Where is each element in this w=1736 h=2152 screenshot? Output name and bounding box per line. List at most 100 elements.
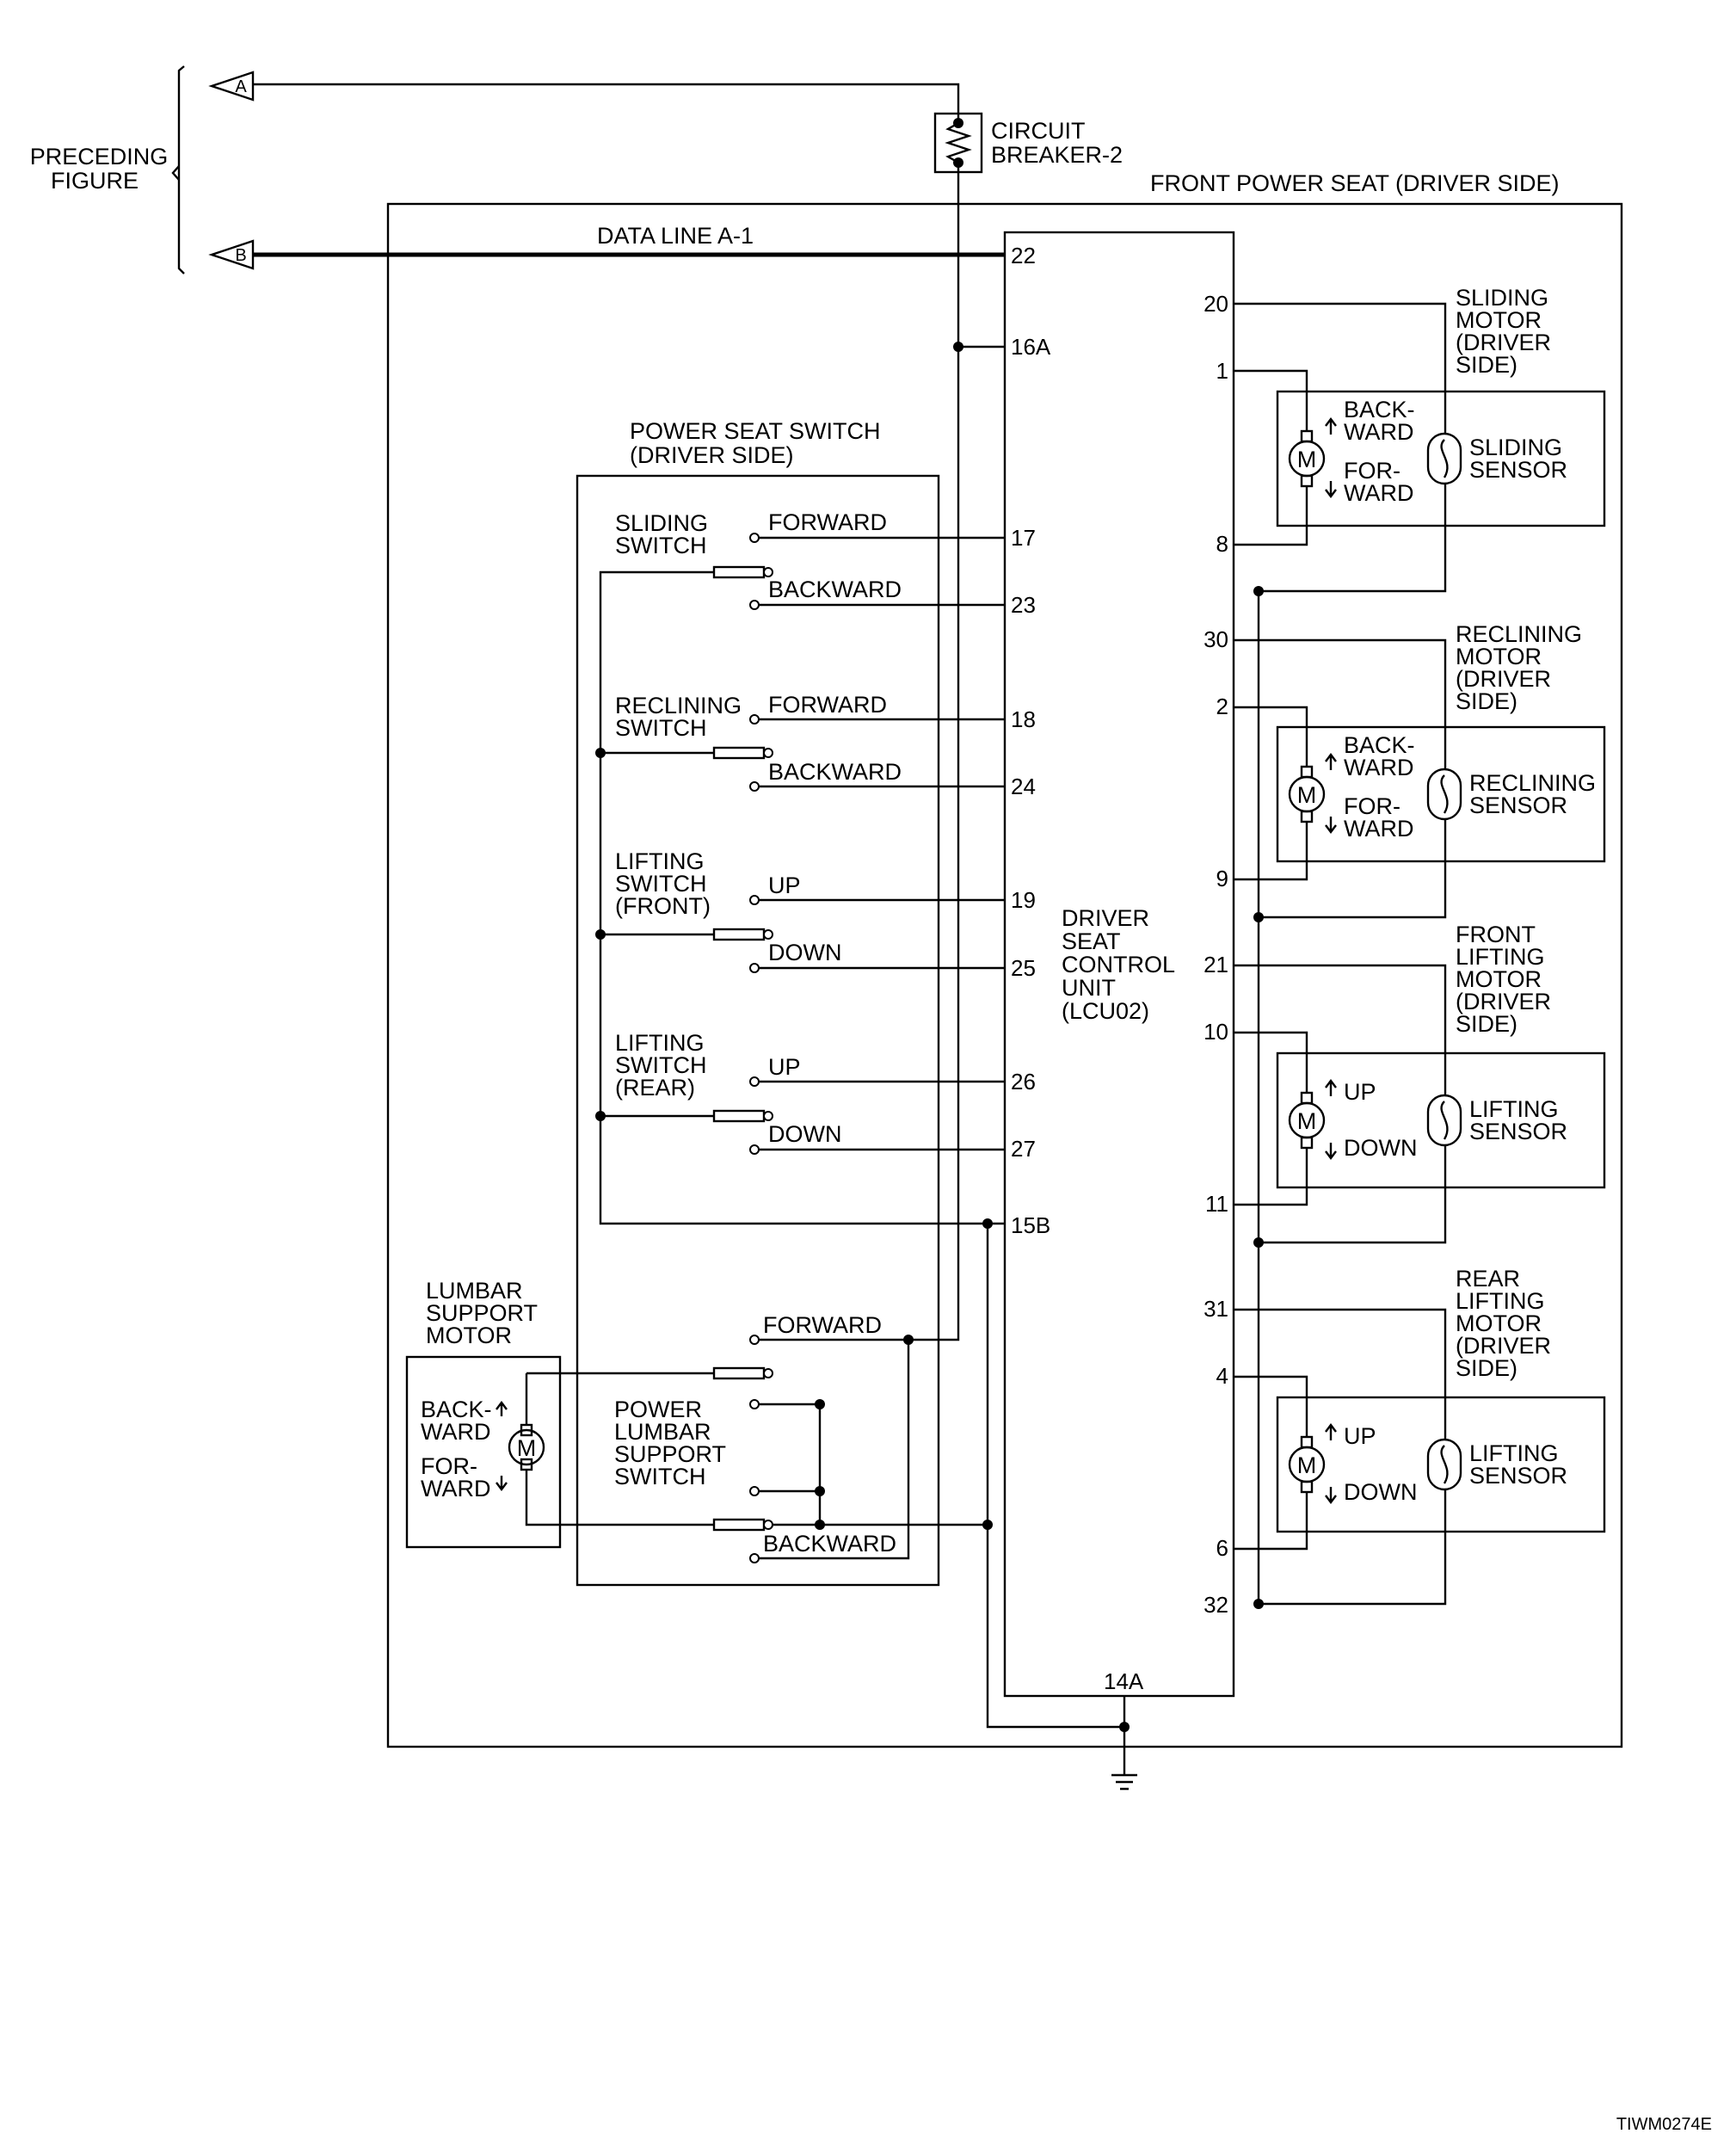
- arrow-down-icon: [1325, 481, 1337, 498]
- direction-label: WARD: [1344, 419, 1414, 445]
- svg-text:SWITCH: SWITCH: [615, 715, 706, 741]
- switch-ground-bus: [599, 570, 988, 1225]
- control-unit-right-pins: 20 1 8 30 2 9 21 10 11 31 4 6 32: [1204, 291, 1228, 1618]
- motor-title-line: (DRIVER: [1456, 1333, 1551, 1359]
- arrow-up-icon: [1325, 1423, 1337, 1440]
- sensor-label: SLIDING: [1469, 435, 1562, 460]
- motor-title-line: SIDE): [1456, 688, 1517, 714]
- svg-text:8: 8: [1216, 531, 1228, 557]
- svg-text:DOWN: DOWN: [768, 1121, 841, 1147]
- direction-label: FOR-: [1344, 793, 1400, 819]
- lumbar-support-motor: LUMBAR SUPPORT MOTOR BACK- WARD FOR- WAR…: [405, 1278, 714, 1549]
- motor-title-line: (DRIVER: [1456, 666, 1551, 692]
- svg-text:SEAT: SEAT: [1062, 928, 1121, 954]
- motor-title-line: SIDE): [1456, 1355, 1517, 1381]
- svg-text:SWITCH: SWITCH: [615, 533, 706, 558]
- svg-text:1: 1: [1216, 358, 1228, 384]
- power-seat-switch-box: [576, 474, 940, 1587]
- svg-text:10: 10: [1204, 1019, 1228, 1045]
- lifting-switch-front: LIFTING SWITCH (FRONT) UP DOWN: [600, 848, 1005, 973]
- svg-text:WARD: WARD: [421, 1419, 491, 1445]
- motor-title-line: MOTOR: [1456, 307, 1542, 333]
- power-lumbar-support-switch: POWER LUMBAR SUPPORT SWITCH FORWARD BACK…: [614, 1312, 993, 1563]
- control-unit-label: DRIVER SEAT CONTROL UNIT (LCU02): [1062, 905, 1175, 1024]
- svg-text:16A: 16A: [1011, 334, 1051, 360]
- svg-text:FOR-: FOR-: [421, 1453, 477, 1479]
- direction-label: DOWN: [1344, 1479, 1417, 1505]
- sensor-label: SENSOR: [1469, 1119, 1567, 1144]
- connector-a-letter: A: [235, 77, 247, 96]
- motor-symbol-letter: M: [1297, 782, 1317, 808]
- circuit-breaker-label-1: CIRCUIT: [991, 118, 1086, 144]
- control-unit-box: [1003, 231, 1235, 1698]
- motor-title-line: SLIDING: [1456, 285, 1548, 311]
- data-line-label: DATA LINE A-1: [597, 223, 754, 249]
- lifting-switch-rear: LIFTING SWITCH (REAR) UP DOWN: [600, 1030, 1005, 1155]
- motor-title-line: SIDE): [1456, 1011, 1517, 1037]
- power-feed-wire: [908, 163, 960, 1341]
- svg-text:2: 2: [1216, 694, 1228, 719]
- sensor-label: SENSOR: [1469, 457, 1567, 483]
- power-seat-switch-label-2: (DRIVER SIDE): [630, 442, 794, 468]
- svg-text:24: 24: [1011, 774, 1036, 799]
- svg-text:FORWARD: FORWARD: [763, 1312, 882, 1338]
- figure-id: TIWM0274E: [1616, 2115, 1712, 2134]
- connector-a-flag: [208, 71, 255, 102]
- svg-text:25: 25: [1011, 955, 1036, 981]
- wire-a-feed: [253, 83, 960, 123]
- motor-box: [1276, 390, 1606, 527]
- motor-title-line: MOTOR: [1456, 644, 1542, 669]
- svg-text:19: 19: [1011, 887, 1036, 913]
- svg-text:26: 26: [1011, 1069, 1036, 1094]
- direction-label: FOR-: [1344, 458, 1400, 484]
- front-power-seat-box: [386, 202, 1623, 1748]
- motor-title-line: (DRIVER: [1456, 330, 1551, 355]
- connector-b-letter: B: [235, 246, 246, 265]
- svg-text:BACKWARD: BACKWARD: [768, 577, 902, 602]
- svg-text:LUMBAR: LUMBAR: [426, 1278, 523, 1304]
- arrow-down-icon: [1325, 1143, 1337, 1160]
- svg-text:SUPPORT: SUPPORT: [614, 1441, 726, 1467]
- svg-text:15B: 15B: [1011, 1212, 1050, 1238]
- motor-title-line: RECLINING: [1456, 621, 1582, 647]
- svg-text:DOWN: DOWN: [768, 940, 841, 965]
- svg-text:SUPPORT: SUPPORT: [426, 1300, 538, 1326]
- svg-text:23: 23: [1011, 592, 1036, 618]
- circuit-breaker: CIRCUIT BREAKER-2: [253, 83, 1123, 174]
- motor-title-line: LIFTING: [1456, 1288, 1545, 1314]
- svg-text:17: 17: [1011, 525, 1036, 551]
- preceding-label-1: PRECEDING: [30, 144, 169, 170]
- motor-title-line: MOTOR: [1456, 966, 1542, 992]
- sensor-label: SENSOR: [1469, 792, 1567, 818]
- svg-text:BACKWARD: BACKWARD: [768, 759, 902, 785]
- svg-text:SWITCH: SWITCH: [615, 1052, 706, 1078]
- control-unit-left-pins: 22 16A 17 23 18 24 19 25 26 27 15B 14A: [1011, 243, 1144, 1694]
- reclining-switch: RECLINING SWITCH FORWARD BACKWARD: [600, 692, 1005, 792]
- svg-text:UP: UP: [768, 873, 801, 898]
- motor-title-line: LIFTING: [1456, 944, 1545, 970]
- direction-label: UP: [1344, 1079, 1376, 1105]
- svg-text:FORWARD: FORWARD: [768, 692, 887, 718]
- motor-box: [1276, 725, 1606, 863]
- motor-symbol: [1288, 1446, 1326, 1483]
- arrow-down-icon: [1325, 817, 1337, 834]
- svg-text:21: 21: [1204, 952, 1228, 977]
- ground-symbol: [1111, 1773, 1137, 1791]
- motor-title-line: MOTOR: [1456, 1310, 1542, 1336]
- svg-text:UP: UP: [768, 1054, 801, 1080]
- svg-text:4: 4: [1216, 1363, 1228, 1389]
- arrow-up-icon: [1325, 753, 1337, 770]
- direction-label: BACK-: [1344, 732, 1415, 758]
- svg-text:(LCU02): (LCU02): [1062, 998, 1149, 1024]
- svg-text:30: 30: [1204, 626, 1228, 652]
- ground-wiring: [986, 1224, 1137, 1791]
- arrow-up-icon: [1325, 417, 1337, 435]
- motor-title-line: FRONT: [1456, 922, 1536, 947]
- motor-title-line: (DRIVER: [1456, 989, 1551, 1014]
- svg-text:SWITCH: SWITCH: [615, 871, 706, 897]
- preceding-label-2: FIGURE: [51, 168, 139, 194]
